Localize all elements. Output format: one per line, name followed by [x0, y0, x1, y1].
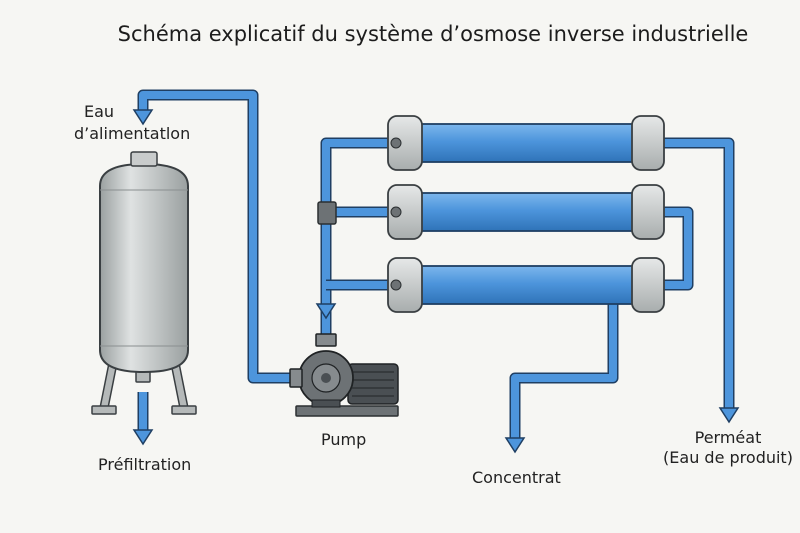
membrane-vessel-3 — [387, 257, 665, 313]
feed-arrow — [132, 109, 154, 126]
membrane-vessel-2 — [387, 184, 665, 240]
flow-arrows — [132, 109, 740, 454]
feed-water-label-line1: Eau — [84, 102, 115, 121]
manifold-tee — [317, 201, 337, 225]
tank-legs — [91, 357, 197, 415]
prefiltration-arrow — [132, 429, 154, 446]
concentrate-arrow — [504, 437, 526, 454]
diagram-title: Schéma explicatif du système d’osmose in… — [117, 22, 749, 46]
feed-water-label-line2: d’alimentatlon — [74, 124, 191, 143]
permeate-label-line2: (Eau de produit) — [663, 448, 793, 467]
prefiltration-label: Préfiltration — [98, 455, 192, 474]
pump-outlet-arrow — [315, 303, 337, 320]
concentrate-label: Concentrat — [472, 468, 561, 487]
membrane-vessels — [387, 115, 665, 313]
feed-water-label: Eau d’alimentatlon — [74, 101, 190, 145]
pump-outlet-pipe — [320, 137, 393, 335]
feed-pipe — [137, 89, 300, 384]
membrane-vessel-1 — [387, 115, 665, 171]
pipes — [137, 89, 735, 440]
concentrate-pipe — [509, 300, 619, 440]
pump-label: Pump — [321, 430, 367, 449]
permeate-label: Perméat (Eau de produit) — [660, 428, 796, 468]
interstage-pipe — [660, 206, 694, 291]
feed-tank — [91, 151, 197, 415]
permeate-arrow — [718, 407, 740, 424]
permeate-label-line1: Perméat — [694, 428, 762, 447]
permeate-pipe — [660, 137, 735, 410]
pump — [289, 333, 399, 417]
pump-motor — [347, 363, 399, 405]
